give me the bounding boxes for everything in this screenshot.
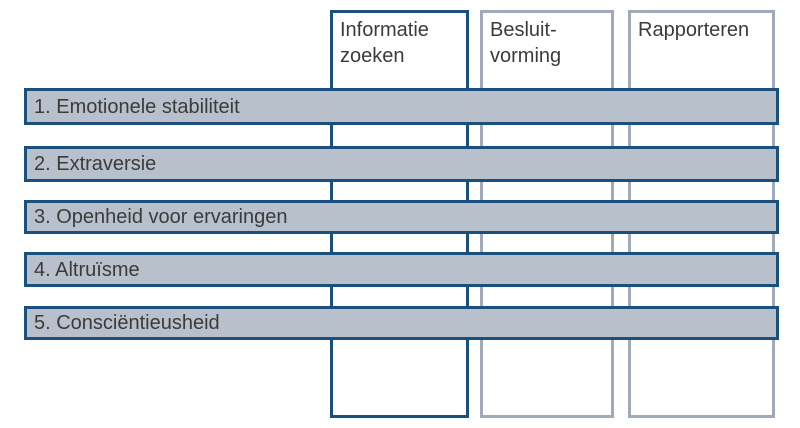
row-openheid-voor-ervaringen-label: 3. Openheid voor ervaringen — [34, 206, 288, 228]
row-extraversie-label: 2. Extraversie — [34, 153, 157, 175]
row-emotionele-stabiliteit: 1. Emotionele stabiliteit — [24, 88, 779, 125]
row-altruisme: 4. Altruïsme — [24, 252, 779, 287]
row-extraversie: 2. Extraversie — [24, 146, 779, 182]
column-rapporteren-label: Rapporteren — [638, 19, 750, 41]
column-informatie-zoeken-label: Informatie zoeken — [340, 19, 429, 67]
row-openheid-voor-ervaringen: 3. Openheid voor ervaringen — [24, 200, 779, 234]
row-emotionele-stabiliteit-label: 1. Emotionele stabiliteit — [34, 95, 240, 118]
column-besluitvorming-label: Besluit-vorming — [490, 19, 562, 67]
row-altruisme-label: 4. Altruïsme — [34, 258, 140, 281]
row-conscientieusheid-label: 5. Consciëntieusheid — [34, 312, 220, 334]
row-conscientieusheid: 5. Consciëntieusheid — [24, 306, 779, 340]
